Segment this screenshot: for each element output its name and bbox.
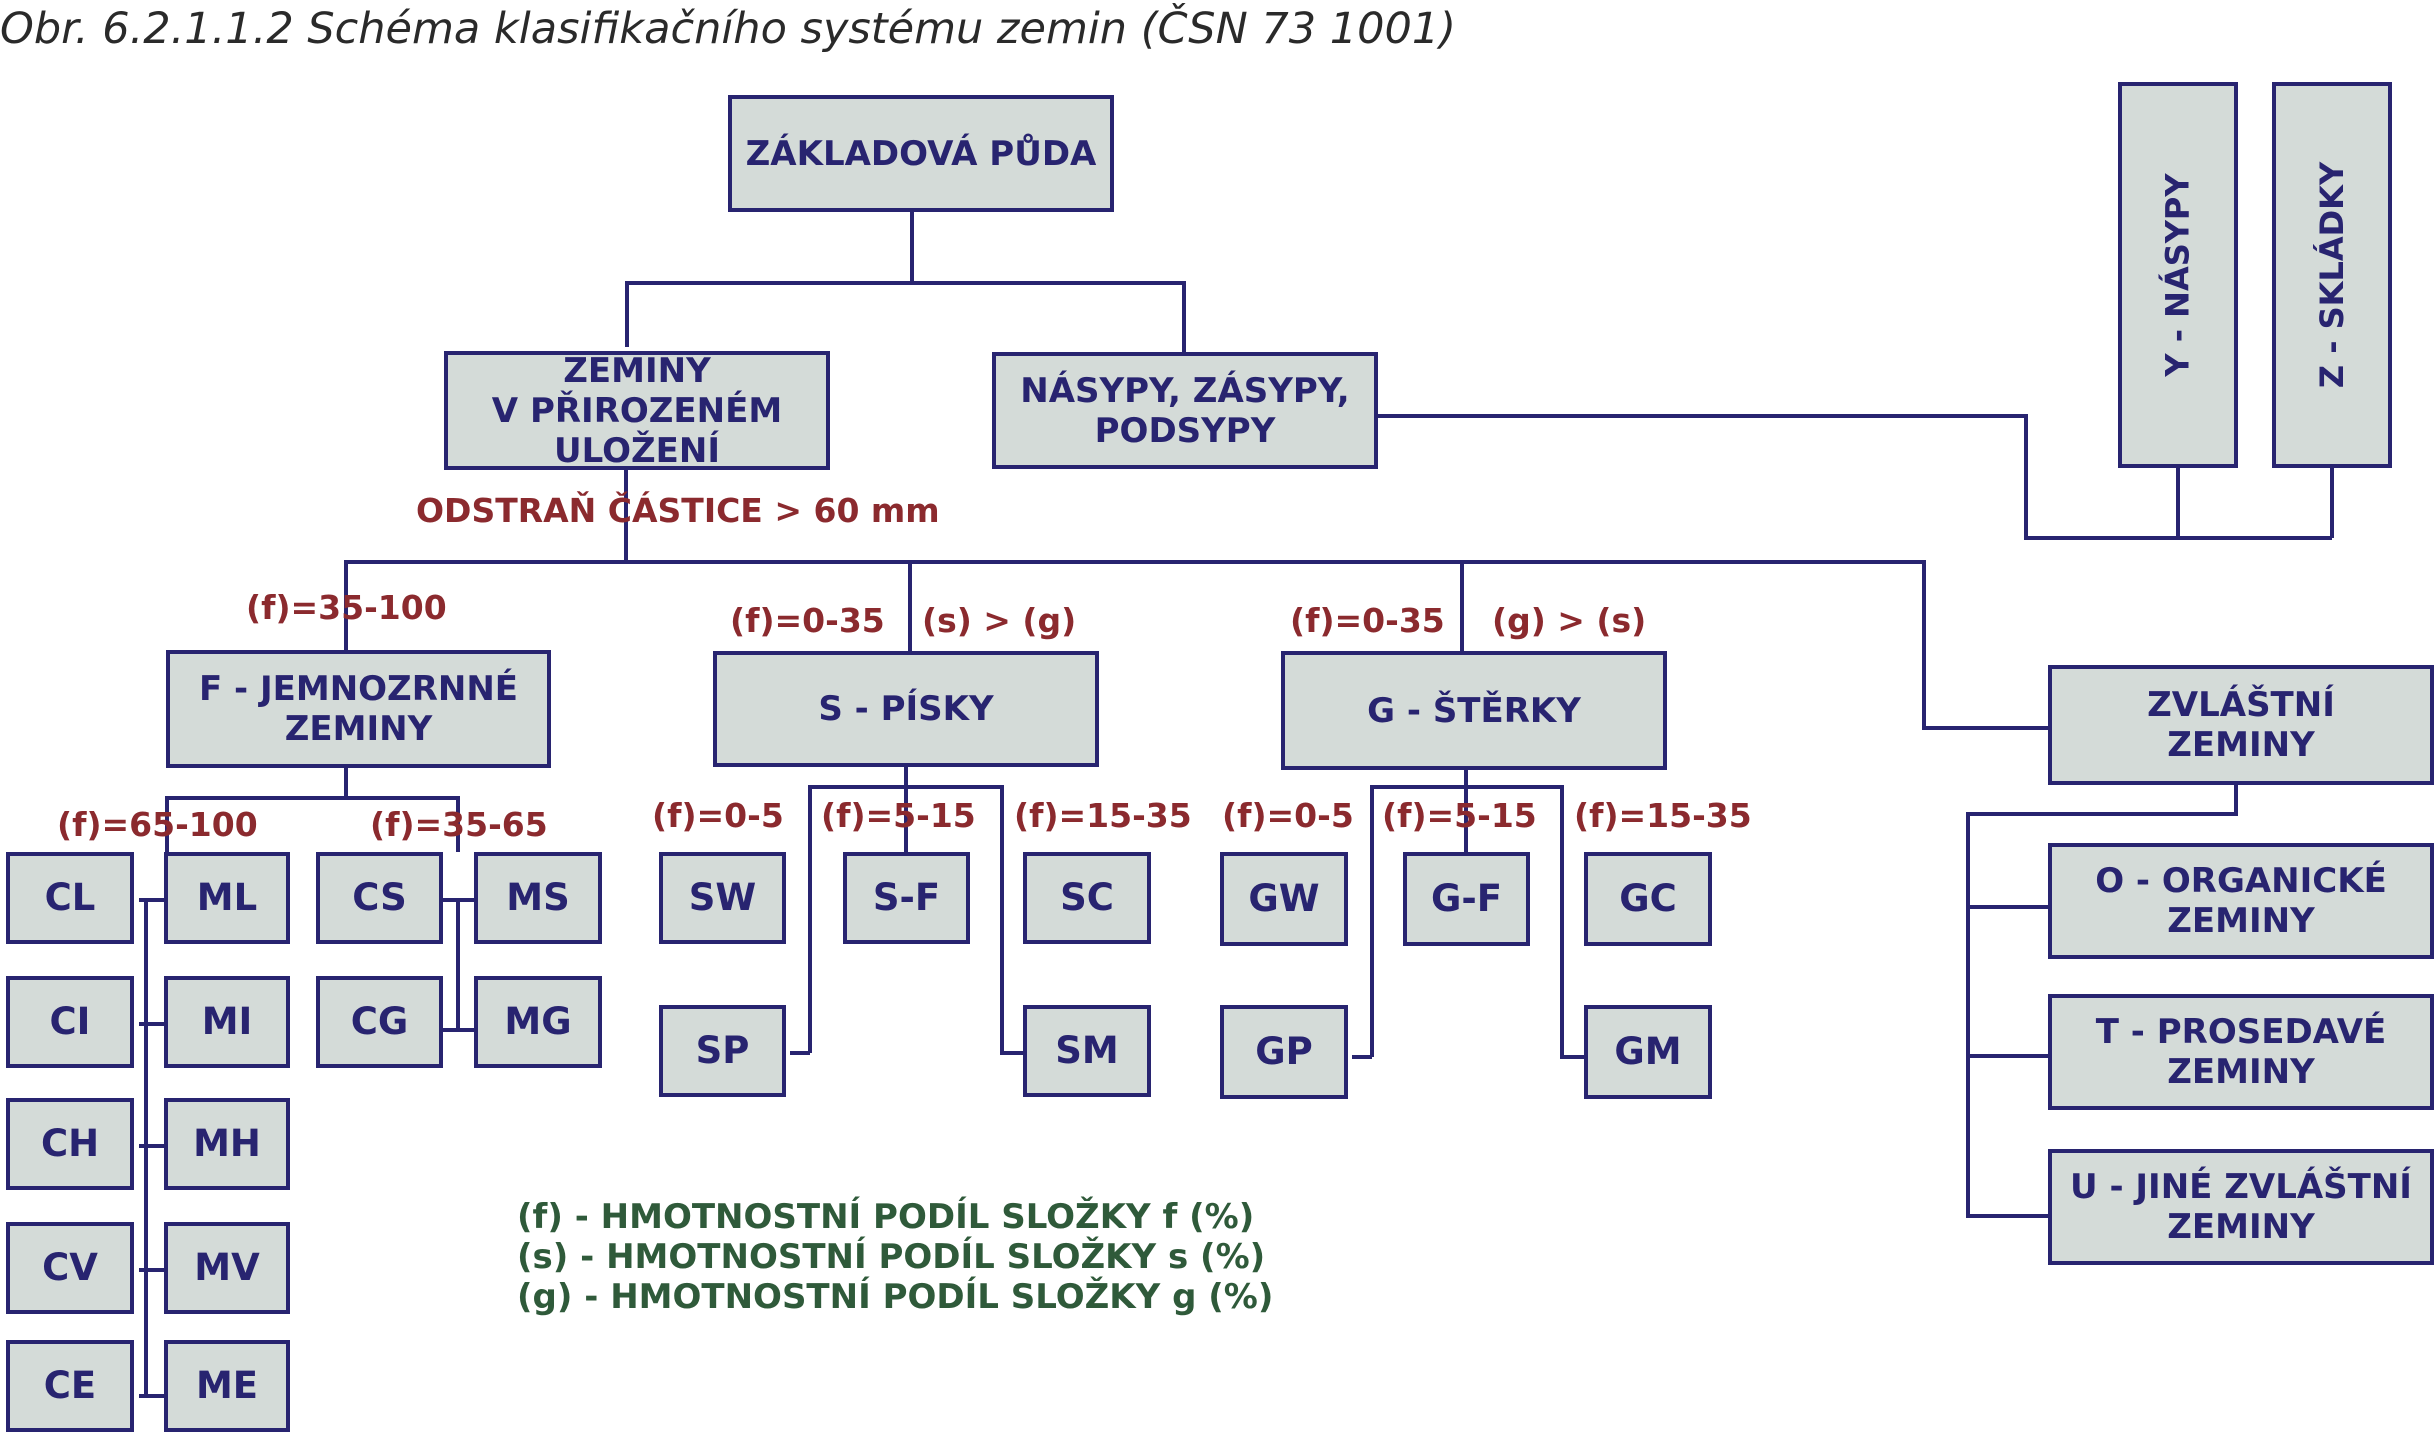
- node-cl: CL: [6, 852, 134, 944]
- label-sand-f: (f)=0-35: [730, 601, 885, 640]
- node-gp: GP: [1220, 1005, 1348, 1099]
- node-natural-soils: ZEMINY V PŘIROZENÉM ULOŽENÍ: [444, 351, 830, 471]
- label-fine-f-35-65: (f)=35-65: [370, 805, 548, 844]
- figure-caption: Obr. 6.2.1.1.2 Schéma klasifikačního sys…: [0, 4, 1457, 54]
- node-mg: MG: [474, 976, 602, 1068]
- node-ce: CE: [6, 1340, 134, 1432]
- node-special-soils: ZVLÁŠTNÍ ZEMINY: [2048, 665, 2434, 785]
- node-gw: GW: [1220, 852, 1348, 946]
- label-sand-f-15-35: (f)=15-35: [1014, 796, 1192, 835]
- node-cs: CS: [316, 852, 443, 944]
- node-sm: SM: [1023, 1005, 1151, 1097]
- node-sands: S - PÍSKY: [713, 651, 1099, 767]
- label-fine-f: (f)=35-100: [246, 588, 447, 627]
- connector-gravels-split: [1370, 785, 1584, 1059]
- legend-item-s: (s) - HMOTNOSTNÍ PODÍL SLOŽKY s (%): [517, 1237, 1266, 1277]
- node-z-dumps: Z - SKLÁDKY: [2272, 82, 2392, 468]
- label-gravel-f-15-35: (f)=15-35: [1574, 796, 1752, 835]
- legend-item-g: (g) - HMOTNOSTNÍ PODÍL SLOŽKY g (%): [517, 1277, 1274, 1317]
- connector-main-bus: [344, 560, 2048, 730]
- node-mv: MV: [164, 1222, 290, 1314]
- label-remove-particles: ODSTRAŇ ČÁSTICE > 60 mm: [416, 491, 940, 530]
- node-gc: GC: [1584, 852, 1712, 946]
- label-sand-f-5-15: (f)=5-15: [821, 796, 976, 835]
- node-ms: MS: [474, 852, 602, 944]
- label-gravel-f: (f)=0-35: [1290, 601, 1445, 640]
- node-sw: SW: [659, 852, 786, 944]
- node-me: ME: [164, 1340, 290, 1432]
- node-foundation-soil: ZÁKLADOVÁ PŮDA: [728, 95, 1114, 212]
- label-gravel-f-0-5: (f)=0-5: [1222, 796, 1354, 835]
- node-fills: NÁSYPY, ZÁSYPY, PODSYPY: [992, 352, 1378, 469]
- label-fine-f-65-100: (f)=65-100: [57, 805, 258, 844]
- label-sand-f-0-5: (f)=0-5: [652, 796, 784, 835]
- node-other-special-soils: U - JINÉ ZVLÁŠTNÍ ZEMINY: [2048, 1149, 2434, 1265]
- label-gravel-condition: (g) > (s): [1492, 601, 1647, 640]
- connector-sands-split: [808, 785, 1023, 1055]
- node-mi: MI: [164, 976, 290, 1068]
- connector-root-split: [625, 281, 1186, 352]
- node-fine-soils: F - JEMNOZRNNÉ ZEMINY: [166, 650, 551, 768]
- node-ci: CI: [6, 976, 134, 1068]
- node-gravels: G - ŠTĚRKY: [1281, 651, 1667, 770]
- legend: (f) - HMOTNOSTNÍ PODÍL SLOŽKY f (%) (s) …: [517, 1197, 1273, 1317]
- node-ml: ML: [164, 852, 290, 944]
- label-sand-condition: (s) > (g): [922, 601, 1077, 640]
- node-sf: S-F: [843, 852, 970, 944]
- node-cv: CV: [6, 1222, 134, 1314]
- node-collapsible-soils: T - PROSEDAVÉ ZEMINY: [2048, 994, 2434, 1110]
- node-gm: GM: [1584, 1005, 1712, 1099]
- connector-special: [1966, 785, 2238, 1218]
- node-ch: CH: [6, 1098, 134, 1190]
- connector-fine-split: [165, 796, 460, 852]
- node-y-fills: Y - NÁSYPY: [2118, 82, 2238, 468]
- node-gf: G-F: [1403, 852, 1530, 946]
- node-organic-soils: O - ORGANICKÉ ZEMINY: [2048, 843, 2434, 959]
- node-sp: SP: [659, 1005, 786, 1097]
- legend-item-f: (f) - HMOTNOSTNÍ PODÍL SLOŽKY f (%): [517, 1197, 1255, 1237]
- node-sc: SC: [1023, 852, 1151, 944]
- label-gravel-f-5-15: (f)=5-15: [1382, 796, 1537, 835]
- node-mh: MH: [164, 1098, 290, 1190]
- node-cg: CG: [316, 976, 443, 1068]
